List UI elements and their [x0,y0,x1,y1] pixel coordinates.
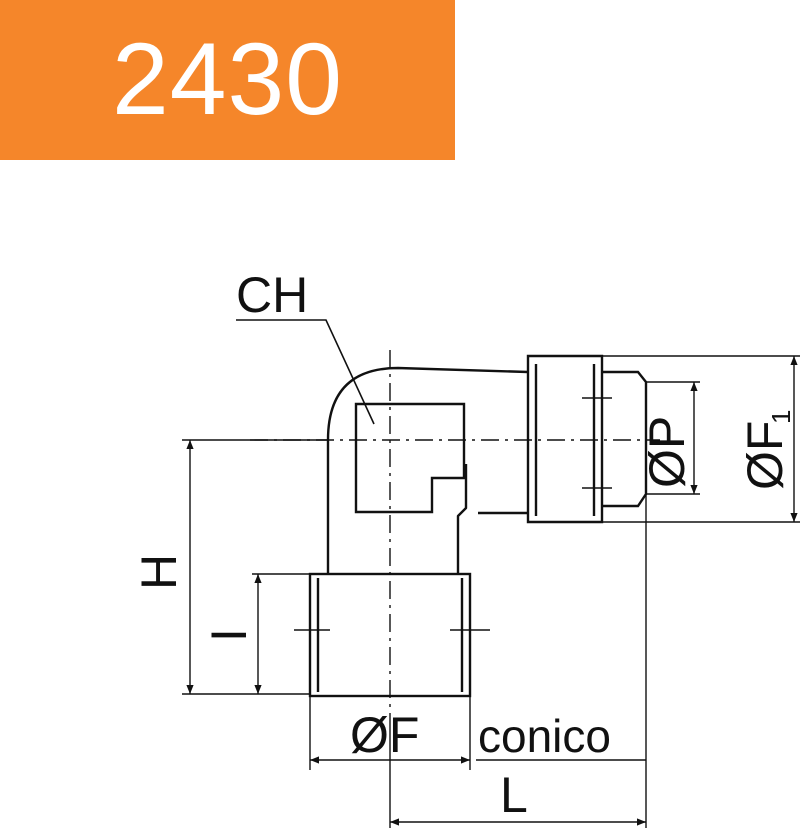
ch-leader [236,319,375,425]
hex-bore [354,402,466,514]
label-f1: ØF [737,421,793,490]
label-l: L [500,767,528,823]
product-code: 2430 [112,22,343,136]
extension-lines [182,355,800,828]
label-f: ØF [350,707,419,763]
right-nut [526,354,648,524]
label-p: ØP [639,416,695,488]
label-f1-subscript: 1 [766,410,796,424]
center-lines [250,350,660,720]
label-h: H [131,554,187,590]
dimension-lines [186,356,798,826]
label-i: I [201,628,257,642]
lower-thread [294,572,490,698]
header-banner: 2430 [0,0,455,160]
label-conico: conico [478,710,611,762]
label-ch: CH [236,267,308,323]
fitting-outline [326,366,529,574]
